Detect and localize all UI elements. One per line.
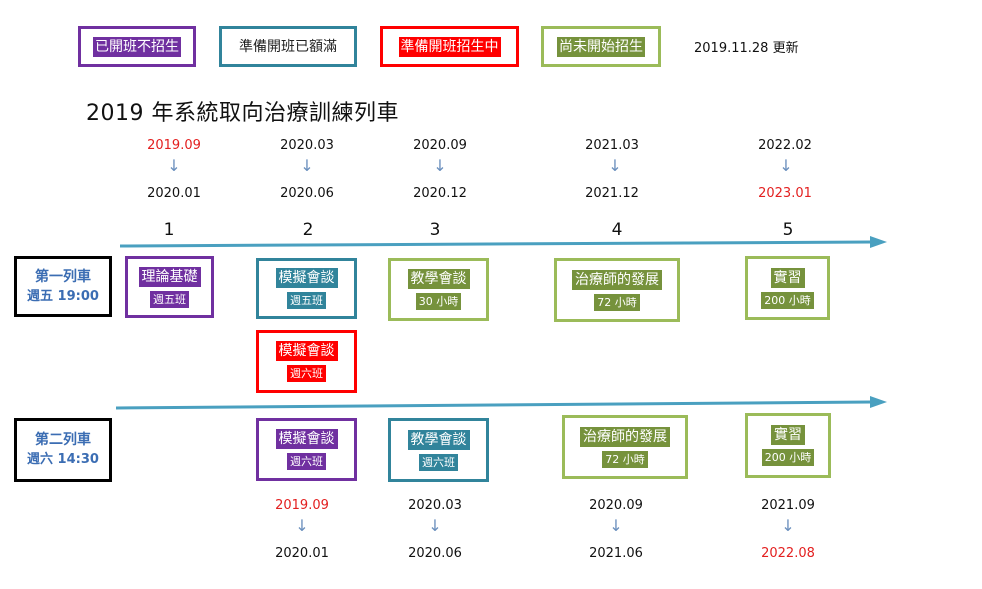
course-box: 模擬會談 週六班 <box>256 330 357 393</box>
arrow-down-icon: ↓ <box>295 516 309 535</box>
legend-full: 準備開班已額滿 <box>219 26 357 67</box>
legend-open: 準備開班招生中 <box>380 26 519 67</box>
stage-3-end: 2020.12 <box>413 186 467 201</box>
train-2-label: 第二列車 週六 14:30 <box>14 418 112 482</box>
arrow-down-icon: ↓ <box>781 516 795 535</box>
course-sub: 週六班 <box>419 453 458 471</box>
course-box: 治療師的發展 72 小時 <box>562 415 688 479</box>
arrow-down-icon: ↓ <box>779 156 793 175</box>
train-1-track <box>119 240 873 248</box>
course-sub: 週六班 <box>287 453 326 470</box>
legend-not-yet: 尚未開始招生 <box>541 26 661 67</box>
train-2-arrowhead <box>870 396 887 408</box>
stage-5-start: 2022.02 <box>758 138 812 153</box>
stage-2-start: 2020.03 <box>280 138 334 153</box>
train-2-schedule: 週六 14:30 <box>27 452 99 467</box>
train-2-stage-4-start: 2020.09 <box>589 498 643 513</box>
course-name: 模擬會談 <box>275 268 338 288</box>
stage-4-number: 4 <box>611 220 623 240</box>
train-2-stage-2-start: 2019.09 <box>275 498 329 513</box>
course-name: 治療師的發展 <box>580 426 670 447</box>
update-date: 2019.11.28 更新 <box>694 41 799 56</box>
course-name: 教學會談 <box>407 429 470 450</box>
course-box: 教學會談 週六班 <box>388 418 489 482</box>
train-1-label: 第一列車 週五 19:00 <box>14 256 112 317</box>
course-name: 實習 <box>771 425 805 445</box>
stage-1-number: 1 <box>163 220 175 240</box>
course-sub: 200 小時 <box>761 291 814 309</box>
train-2-stage-5-end: 2022.08 <box>761 546 815 561</box>
arrow-down-icon: ↓ <box>609 516 623 535</box>
stage-2-end: 2020.06 <box>280 186 334 201</box>
main-title: 2019 年系統取向治療訓練列車 <box>86 101 399 126</box>
arrow-down-icon: ↓ <box>608 156 622 175</box>
course-box: 理論基礎 週五班 <box>125 256 214 318</box>
course-name: 治療師的發展 <box>572 269 662 290</box>
arrow-down-icon: ↓ <box>167 156 181 175</box>
course-sub: 72 小時 <box>594 293 640 311</box>
train-1-name: 第一列車 <box>35 268 91 285</box>
course-sub: 30 小時 <box>415 293 462 310</box>
stage-4-end: 2021.12 <box>585 186 639 201</box>
course-box: 模擬會談 週六班 <box>256 418 357 481</box>
course-name: 模擬會談 <box>275 429 338 449</box>
train-1-arrowhead <box>870 236 887 248</box>
train-2-stage-3-end: 2020.06 <box>408 546 462 561</box>
course-box: 實習 200 小時 <box>745 413 831 478</box>
stage-1-end: 2020.01 <box>147 186 201 201</box>
legend-not-yet-label: 尚未開始招生 <box>557 36 645 57</box>
course-name: 實習 <box>770 267 805 288</box>
train-2-stage-5-start: 2021.09 <box>761 498 815 513</box>
legend-open-label: 準備開班招生中 <box>398 36 501 57</box>
legend-full-label: 準備開班已額滿 <box>239 38 337 55</box>
train-2-stage-3-start: 2020.03 <box>408 498 462 513</box>
arrow-down-icon: ↓ <box>300 156 314 175</box>
arrow-down-icon: ↓ <box>433 156 447 175</box>
course-name: 理論基礎 <box>138 266 201 287</box>
course-box: 實習 200 小時 <box>745 256 830 320</box>
stage-3-start: 2020.09 <box>413 138 467 153</box>
course-name: 模擬會談 <box>275 341 338 361</box>
stage-5-number: 5 <box>782 220 794 240</box>
course-box: 模擬會談 週五班 <box>256 258 357 319</box>
course-box: 治療師的發展 72 小時 <box>554 258 680 322</box>
legend-closed-label: 已開班不招生 <box>93 36 181 57</box>
stage-2-number: 2 <box>302 220 314 240</box>
train-2-stage-2-end: 2020.01 <box>275 546 329 561</box>
stage-5-end: 2023.01 <box>758 186 812 201</box>
course-box: 教學會談 30 小時 <box>388 258 489 321</box>
train-1-schedule: 週五 19:00 <box>27 288 99 304</box>
train-2-name: 第二列車 <box>35 432 91 448</box>
stage-4-start: 2021.03 <box>585 138 639 153</box>
course-sub: 72 小時 <box>602 450 648 468</box>
arrow-down-icon: ↓ <box>428 516 442 535</box>
course-sub: 週五班 <box>287 292 326 309</box>
stage-1-start: 2019.09 <box>147 138 201 153</box>
course-sub: 200 小時 <box>761 449 815 466</box>
stage-3-number: 3 <box>429 220 441 240</box>
train-2-track <box>115 400 873 410</box>
course-sub: 週五班 <box>150 290 189 308</box>
legend-closed: 已開班不招生 <box>78 26 196 67</box>
course-sub: 週六班 <box>287 365 326 382</box>
train-2-stage-4-end: 2021.06 <box>589 546 643 561</box>
course-name: 教學會談 <box>407 269 470 289</box>
